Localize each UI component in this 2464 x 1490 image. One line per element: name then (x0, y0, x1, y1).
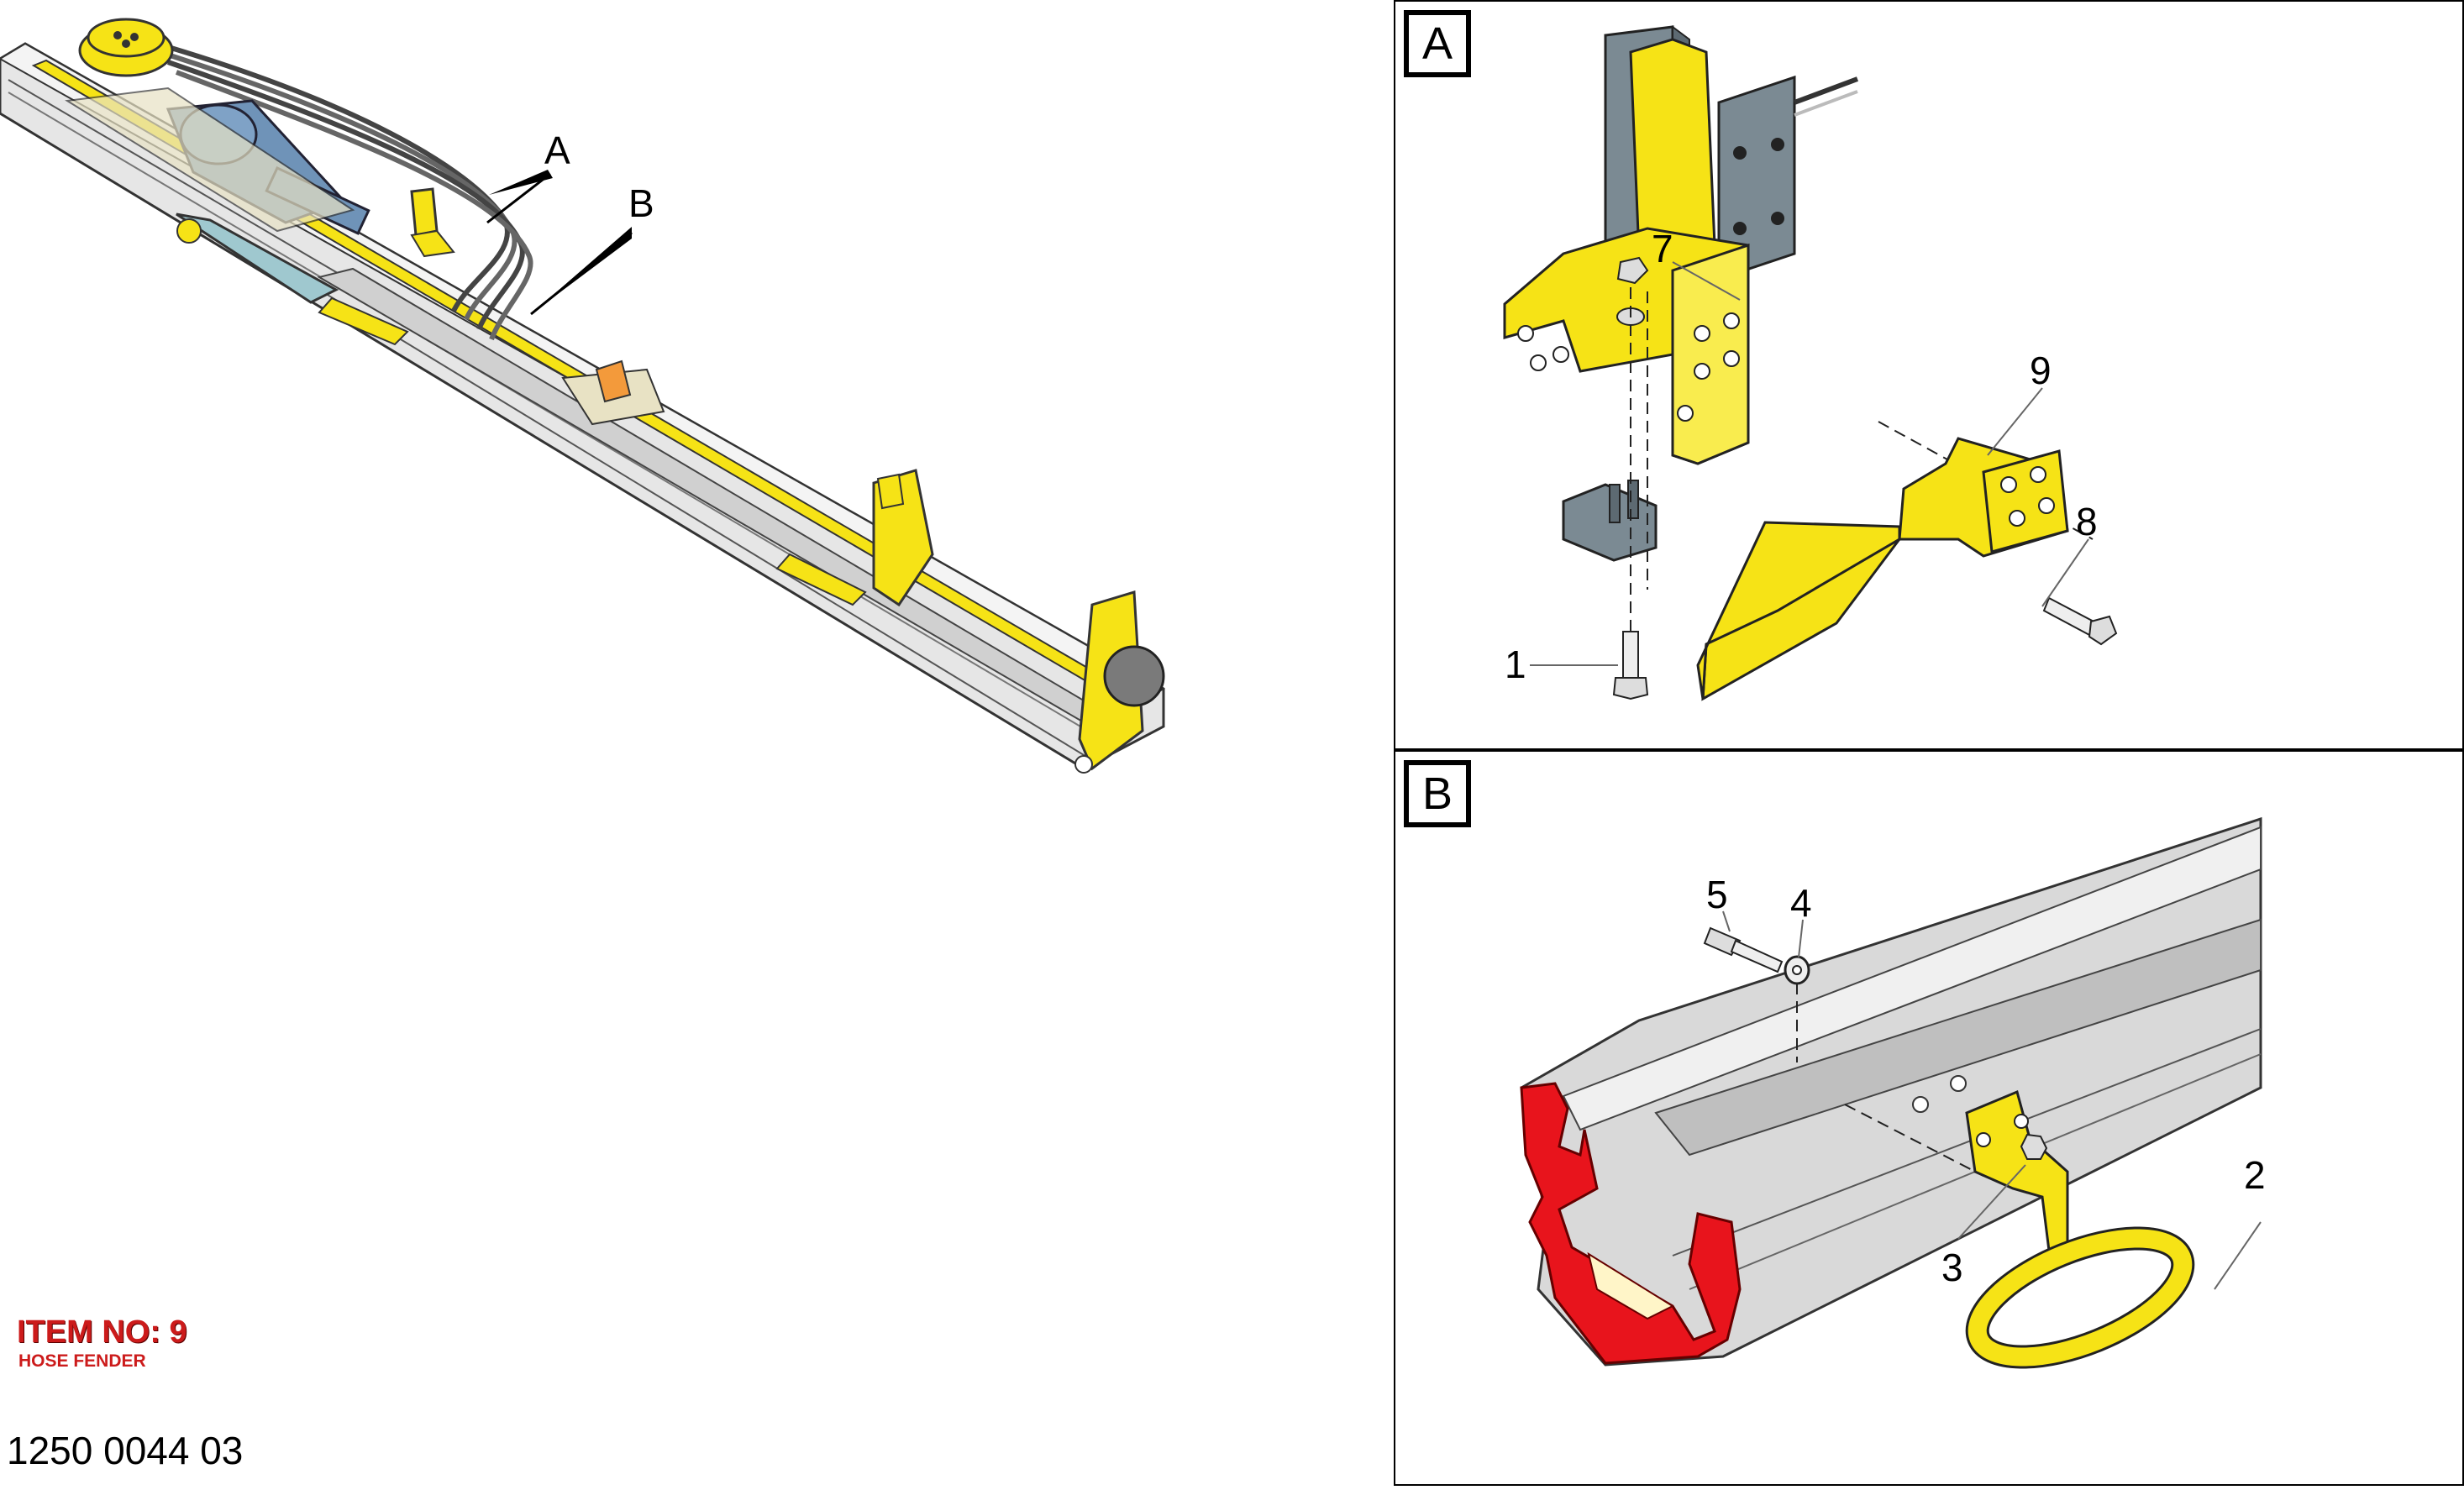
detail-panel-b: 5 4 2 3 B (1394, 750, 2464, 1486)
assembly-lines-b (1796, 983, 1984, 1177)
rock-drill (65, 87, 370, 235)
callout-5: 5 (1706, 873, 1728, 916)
callout-9: 9 (2030, 349, 2052, 392)
detail-a-illustration: 7 9 8 1 (1503, 25, 2118, 701)
callout-3: 3 (1941, 1246, 1963, 1289)
callout-leaders-a (1530, 261, 2089, 666)
panel-b-tag: B (1404, 760, 1471, 827)
callout-7: 7 (1652, 227, 1673, 270)
callout-leaders-b (1722, 910, 2262, 1290)
detail-panel-a: 7 9 8 1 A (1394, 0, 2464, 750)
bolt-1 (1612, 631, 1649, 700)
hose-fender-overview (410, 187, 455, 258)
document-number: 1250 0044 03 (7, 1429, 244, 1472)
detail-leader-a (486, 170, 553, 224)
detail-b-illustration: 5 4 2 3 (1520, 816, 2266, 1369)
detail-label-a: A (544, 129, 570, 172)
lower-clamp-plate (1562, 480, 1658, 562)
feed-cylinder (176, 212, 339, 304)
callout-4: 4 (1790, 881, 1812, 925)
bolt-5 (1703, 926, 1784, 973)
centralizer-front (1074, 590, 1165, 774)
detail-leader-b (530, 227, 633, 316)
hose-fender-part-9 (1696, 437, 2069, 701)
rail-clamps (318, 296, 867, 606)
overview-illustration: A B (0, 18, 1165, 774)
callout-8: 8 (2076, 500, 2098, 543)
rail-hole (1950, 1075, 1967, 1092)
panel-a-tag: A (1404, 10, 1471, 77)
bolt-8 (2042, 596, 2118, 646)
washer-4 (1784, 955, 1810, 985)
item-number-label: ITEM NO: 9 (17, 1314, 187, 1350)
hose-bundle (150, 39, 533, 341)
hose-reel (78, 18, 174, 77)
hose-fender-handle (1965, 1089, 2195, 1369)
detail-label-b: B (628, 181, 654, 225)
callout-1: 1 (1505, 643, 1526, 686)
rail-hole (1912, 1096, 1929, 1113)
yellow-mounting-bracket (1503, 38, 1750, 465)
item-description-label: HOSE FENDER (18, 1351, 146, 1371)
rail-cross-section (1520, 1082, 1742, 1365)
middle-support (561, 359, 665, 426)
overview-drawing: A B (0, 18, 1165, 774)
callout-2: 2 (2244, 1153, 2266, 1197)
centralizer-mid (872, 469, 934, 607)
